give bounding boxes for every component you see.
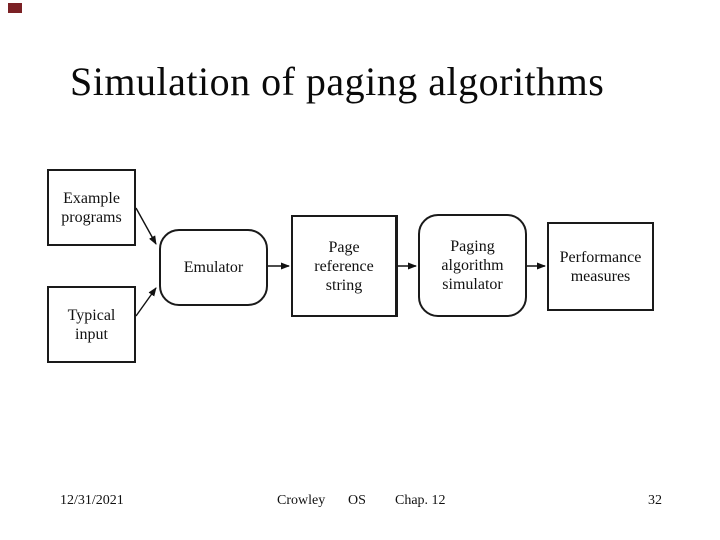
node-performance-measures: Performance measures <box>547 222 654 311</box>
node-label-line: algorithm <box>441 257 504 274</box>
node-label-line: Typical <box>67 306 116 324</box>
footer-course: OS <box>348 493 366 508</box>
node-label-line: Example <box>63 189 120 207</box>
node-label-line: programs <box>61 208 122 226</box>
node-label-line: Page <box>328 238 360 256</box>
slide-title: Simulation of paging algorithms <box>70 59 605 104</box>
node-label-line: input <box>75 325 108 343</box>
node-label-line: Paging <box>450 238 495 255</box>
footer-chapter: Chap. 12 <box>395 493 446 508</box>
arrow-typical-input-to-emulator <box>135 287 157 317</box>
footer-author: Crowley <box>277 493 326 508</box>
node-example-programs: Example programs <box>47 169 136 246</box>
corner-marker <box>8 3 22 13</box>
node-label-line: measures <box>570 267 631 285</box>
node-label-line: Emulator <box>183 259 244 276</box>
node-paging-algorithm-simulator: Paging algorithm simulator <box>418 214 527 317</box>
node-page-reference-string: Page reference string <box>291 215 398 317</box>
arrow-example-programs-to-emulator <box>135 207 157 245</box>
footer-date: 12/31/2021 <box>60 493 124 508</box>
node-emulator: Emulator <box>159 229 268 306</box>
footer-page-number: 32 <box>648 493 662 508</box>
node-typical-input: Typical input <box>47 286 136 363</box>
node-label-line: Performance <box>559 248 642 266</box>
node-label-line: string <box>325 276 363 294</box>
node-label-line: simulator <box>442 276 503 293</box>
node-label-line: reference <box>314 257 374 275</box>
